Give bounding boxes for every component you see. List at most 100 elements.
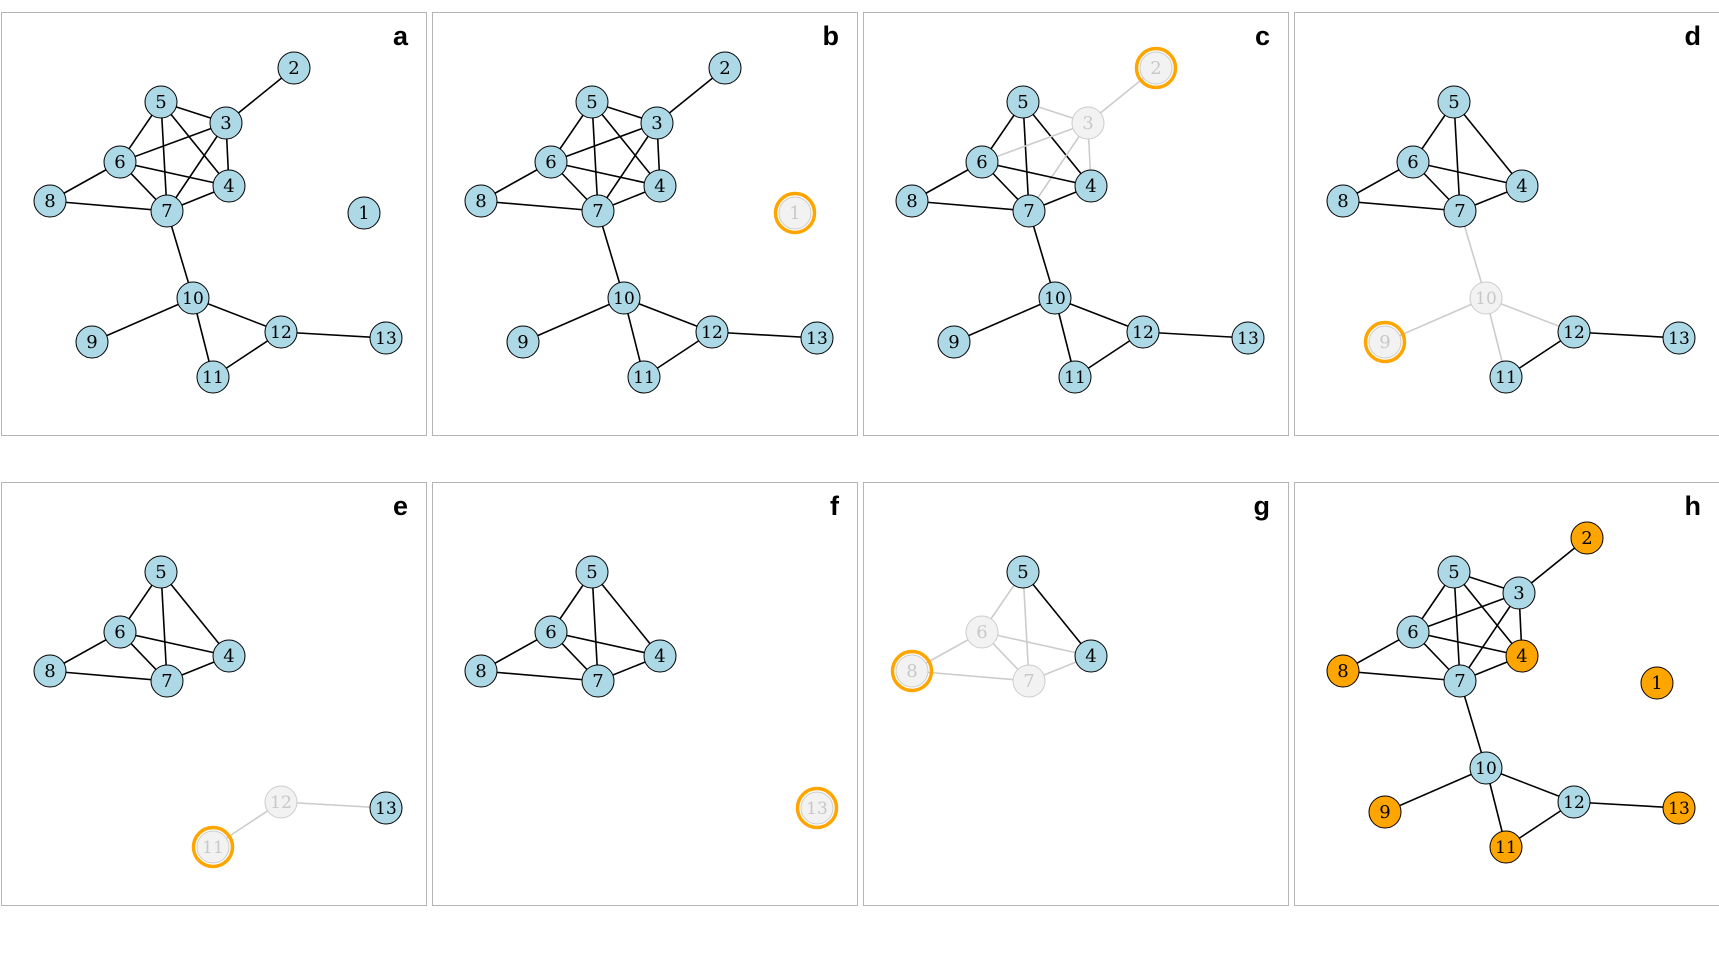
node-13: 13 bbox=[1231, 321, 1265, 355]
node-label: 4 bbox=[654, 176, 665, 197]
node-label: 7 bbox=[161, 201, 172, 222]
node-11: 11 bbox=[1489, 360, 1523, 394]
node-3: 3 bbox=[640, 106, 674, 140]
edge-8-7 bbox=[1342, 200, 1461, 212]
highlight-ring bbox=[1134, 46, 1178, 90]
node-4: 4 bbox=[1074, 639, 1108, 673]
node-label: 13 bbox=[806, 799, 828, 819]
node-12: 12 bbox=[264, 785, 298, 819]
node-label: 6 bbox=[545, 622, 556, 643]
node-8: 8 bbox=[895, 184, 929, 218]
node-label: 13 bbox=[375, 329, 397, 349]
node-label: 13 bbox=[375, 799, 397, 819]
node-label: 12 bbox=[701, 323, 723, 343]
node-label: 4 bbox=[654, 646, 665, 667]
edge-3-7 bbox=[597, 122, 658, 212]
node-7: 7 bbox=[581, 664, 615, 698]
node-label: 4 bbox=[1085, 176, 1096, 197]
edge-5-4 bbox=[591, 101, 661, 187]
node-label: 8 bbox=[1337, 661, 1348, 682]
edge-3-6 bbox=[1412, 592, 1520, 633]
node-label: 6 bbox=[1407, 152, 1418, 173]
node-12: 12 bbox=[1126, 315, 1160, 349]
node-8: 8 bbox=[33, 654, 67, 688]
node-5: 5 bbox=[1437, 85, 1471, 119]
highlight-ring bbox=[795, 786, 839, 830]
highlight-ring bbox=[191, 825, 235, 869]
node-9: 9 bbox=[1363, 320, 1407, 364]
node-label: 6 bbox=[114, 622, 125, 643]
node-label: 3 bbox=[1513, 583, 1524, 604]
node-label: 4 bbox=[1516, 176, 1527, 197]
node-8: 8 bbox=[890, 649, 934, 693]
node-label: 7 bbox=[592, 671, 603, 692]
node-label: 8 bbox=[44, 191, 55, 212]
node-label: 5 bbox=[1448, 562, 1459, 583]
node-label: 12 bbox=[1132, 323, 1154, 343]
node-13: 13 bbox=[800, 321, 834, 355]
node-12: 12 bbox=[695, 315, 729, 349]
edge-6-4 bbox=[550, 631, 661, 657]
edge-3-6 bbox=[981, 122, 1089, 163]
node-label: 3 bbox=[1082, 113, 1093, 134]
edge-12-13 bbox=[1573, 331, 1680, 339]
edge-6-4 bbox=[550, 161, 661, 187]
node-label: 12 bbox=[270, 323, 292, 343]
edge-5-7 bbox=[1022, 101, 1030, 212]
node-label: 1 bbox=[789, 203, 800, 224]
node-4: 4 bbox=[1505, 169, 1539, 203]
node-8: 8 bbox=[33, 184, 67, 218]
node-label: 5 bbox=[586, 562, 597, 583]
node-label: 4 bbox=[1516, 646, 1527, 667]
node-label: 5 bbox=[1448, 92, 1459, 113]
node-label: 10 bbox=[1044, 289, 1066, 309]
node-9: 9 bbox=[937, 325, 971, 359]
node-4: 4 bbox=[643, 169, 677, 203]
edge-6-4 bbox=[119, 161, 230, 187]
panel-label: a bbox=[392, 21, 408, 51]
edge-5-4 bbox=[160, 101, 230, 187]
node-label: 12 bbox=[1563, 793, 1585, 813]
edge-8-7 bbox=[49, 670, 168, 682]
node-label: 7 bbox=[161, 671, 172, 692]
node-6: 6 bbox=[103, 145, 137, 179]
node-label: 10 bbox=[613, 289, 635, 309]
node-label: 6 bbox=[545, 152, 556, 173]
edge-5-4 bbox=[1022, 571, 1092, 657]
node-3: 3 bbox=[1502, 576, 1536, 610]
node-11: 11 bbox=[1058, 360, 1092, 394]
edge-12-13 bbox=[1142, 331, 1249, 339]
node-8: 8 bbox=[1326, 184, 1360, 218]
node-1: 1 bbox=[1640, 666, 1674, 700]
node-label: 11 bbox=[1495, 838, 1517, 858]
node-label: 4 bbox=[223, 646, 234, 667]
edge-5-7 bbox=[160, 101, 168, 212]
node-label: 9 bbox=[1379, 802, 1390, 823]
node-9: 9 bbox=[1368, 795, 1402, 829]
edge-5-7 bbox=[591, 571, 599, 682]
node-10: 10 bbox=[1469, 751, 1503, 785]
node-label: 2 bbox=[719, 58, 730, 79]
node-label: 11 bbox=[202, 838, 224, 858]
node-5: 5 bbox=[1006, 85, 1040, 119]
node-label: 8 bbox=[1337, 191, 1348, 212]
node-7: 7 bbox=[1012, 194, 1046, 228]
edge-5-4 bbox=[160, 571, 230, 657]
node-label: 7 bbox=[1454, 671, 1465, 692]
edge-5-7 bbox=[1453, 571, 1461, 682]
panel-label: e bbox=[392, 491, 408, 521]
edge-10-9 bbox=[1384, 297, 1487, 343]
node-11: 11 bbox=[627, 360, 661, 394]
node-label: 9 bbox=[948, 332, 959, 353]
node-10: 10 bbox=[1469, 281, 1503, 315]
